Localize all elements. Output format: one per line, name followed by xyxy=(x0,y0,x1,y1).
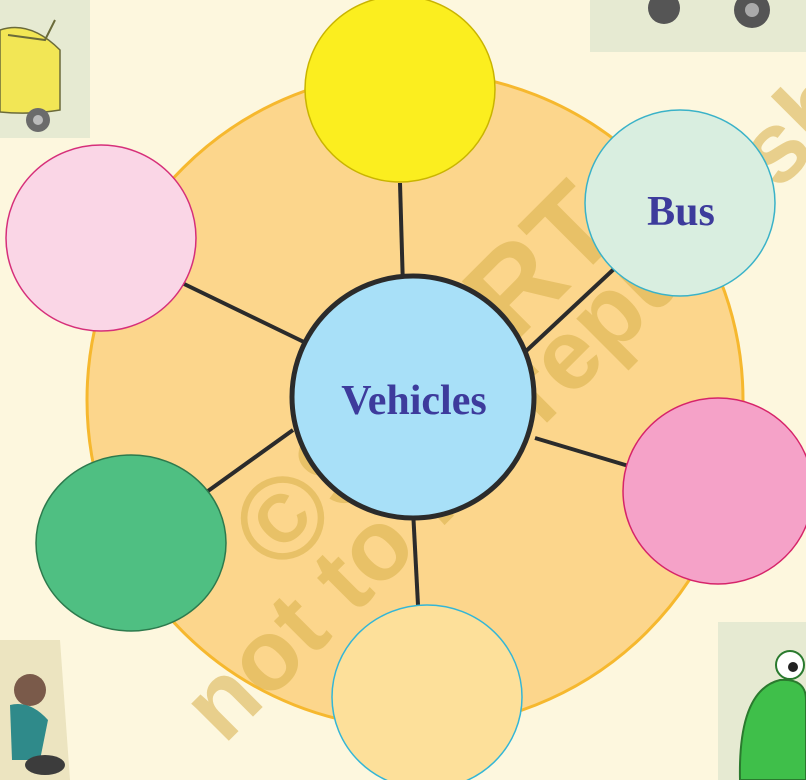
connector-upper-left xyxy=(179,280,307,345)
center-label: Vehicles xyxy=(341,378,486,424)
node-bottom xyxy=(331,604,523,780)
node-top xyxy=(304,0,496,183)
child-illustration xyxy=(0,640,70,780)
node-upper-right-circle xyxy=(584,109,776,297)
node-upper-right: Bus xyxy=(584,109,776,297)
connector-top xyxy=(398,182,405,289)
auto-rickshaw-illustration xyxy=(0,0,90,138)
node-upper-left-circle xyxy=(5,144,197,332)
connector-upper-right xyxy=(522,266,617,355)
connectors xyxy=(179,182,633,606)
vehicle-illustration-top-right xyxy=(590,0,806,52)
center-node xyxy=(289,273,537,521)
node-lower-left-circle xyxy=(35,454,227,632)
frog-illustration xyxy=(718,622,806,780)
node-right-circle xyxy=(622,397,806,585)
connector-bottom xyxy=(411,509,420,606)
node-top-circle xyxy=(304,0,496,183)
connector-right xyxy=(534,436,633,469)
node-upper-left xyxy=(5,144,197,332)
node-lower-left xyxy=(35,454,227,632)
node-right xyxy=(622,397,806,585)
node-bottom-circle xyxy=(331,604,523,780)
node-upper-right-label: Bus xyxy=(647,189,715,235)
connector-lower-left xyxy=(206,428,295,493)
